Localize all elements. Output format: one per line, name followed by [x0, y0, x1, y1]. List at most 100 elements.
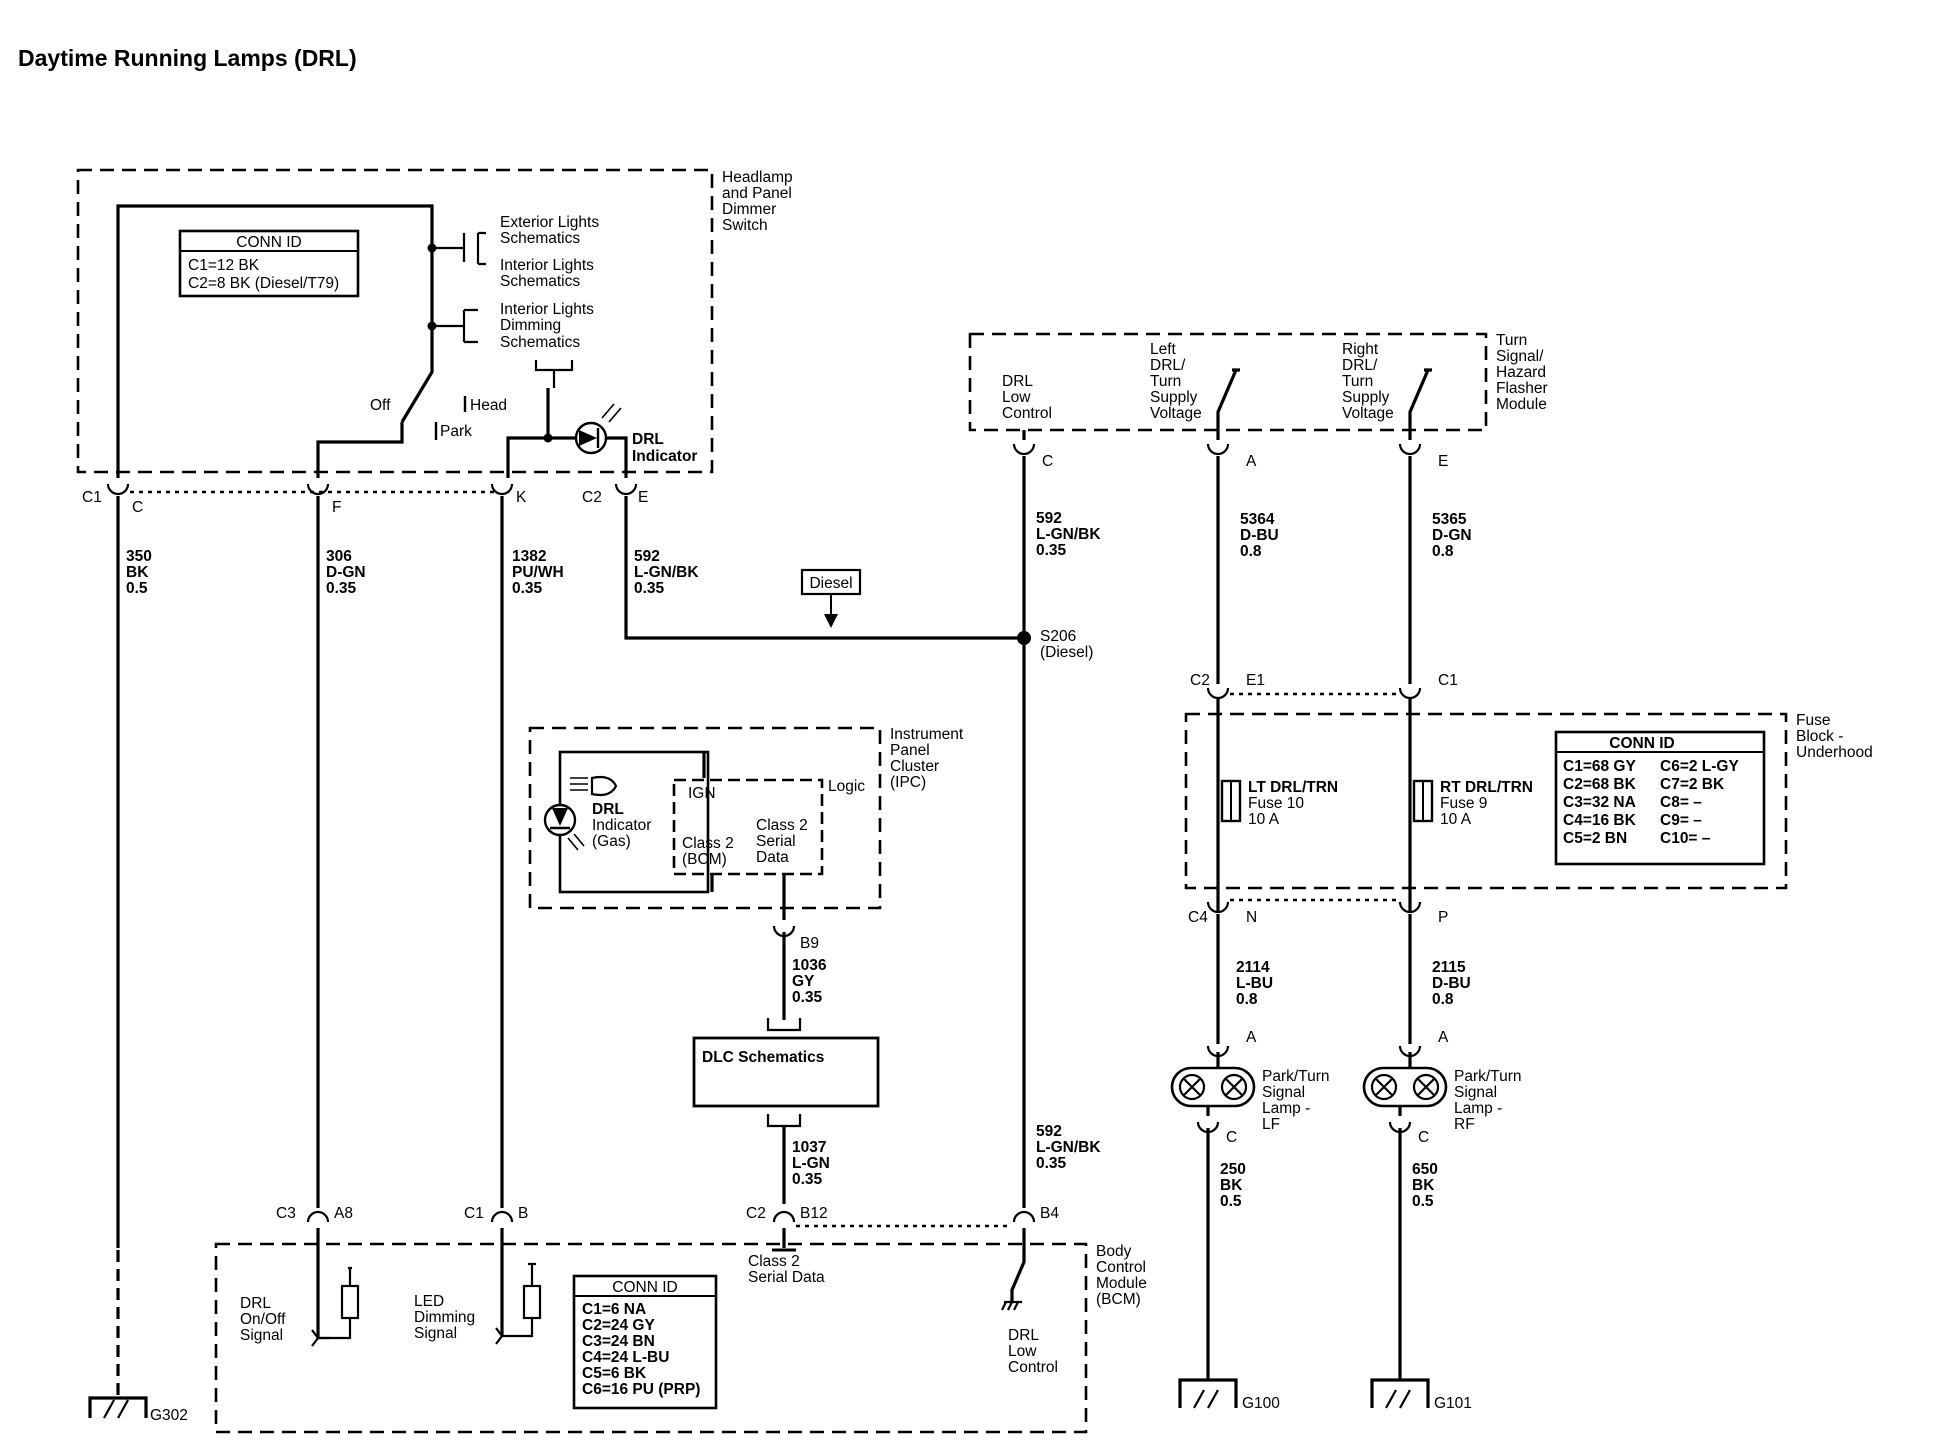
svg-text:Voltage: Voltage [1150, 405, 1202, 422]
svg-text:(Gas): (Gas) [592, 833, 631, 850]
svg-text:Hazard: Hazard [1496, 364, 1546, 381]
dlc-schematics-box [692, 1036, 880, 1108]
svg-text:L-BU: L-BU [1236, 975, 1273, 992]
drl-low-control-label: DRL [1002, 373, 1033, 390]
wires-fuse-to-lamps: 2114 L-BU 0.8 2115 D-BU 0.8 [1216, 914, 1471, 1044]
drl-indicator-label: DRL [632, 431, 664, 448]
drl-onoff-signal-label: DRL [240, 1295, 271, 1312]
svg-text:Flasher: Flasher [1496, 380, 1548, 397]
lamp-lf: A Park/Turn Signal Lamp - LF C 250 BK 0.… [1170, 1029, 1329, 1380]
svg-text:Signal: Signal [1454, 1084, 1497, 1101]
svg-text:C6=2 L-GY: C6=2 L-GY [1660, 758, 1739, 775]
ipc-logic-label: Logic [828, 778, 865, 795]
svg-text:G302: G302 [150, 1407, 188, 1424]
turn-signal-hazard-flasher-module: Turn Signal/ Hazard Flasher Module DRL L… [968, 332, 1548, 470]
svg-text:C4=24 L-BU: C4=24 L-BU [582, 1349, 669, 1366]
svg-text:GY: GY [792, 973, 815, 990]
pin-c2-fuse: C2 [1190, 672, 1210, 689]
svg-text:Supply: Supply [1150, 389, 1198, 406]
pin-p-fuse: P [1438, 909, 1448, 926]
svg-text:Indicator: Indicator [592, 817, 651, 834]
svg-text:C3=24 BN: C3=24 BN [582, 1333, 655, 1350]
wire-306: 306 [326, 548, 352, 565]
svg-text:C5=2 BN: C5=2 BN [1563, 830, 1627, 847]
pin-k: K [516, 489, 527, 506]
svg-text:G101: G101 [1434, 1395, 1472, 1412]
drl-indicator-led-icon [574, 403, 622, 455]
svg-text:D-GN: D-GN [1432, 527, 1472, 544]
svg-text:0.35: 0.35 [1036, 1155, 1067, 1172]
pin-c2: C2 [582, 489, 602, 506]
pin-n-fuse: N [1246, 909, 1257, 926]
svg-text:C2=8 BK (Diesel/T79): C2=8 BK (Diesel/T79) [188, 275, 339, 292]
drl-indicator-gas-label: DRL [592, 801, 624, 818]
wire-350: 350 [126, 548, 152, 565]
svg-text:BK: BK [1412, 1177, 1435, 1194]
svg-text:Control: Control [1096, 1259, 1146, 1276]
pin-c1-bcm: C1 [464, 1205, 484, 1222]
ground-g101-icon: G101 [1370, 1378, 1472, 1412]
led-dim-resistor-icon [522, 1284, 542, 1320]
splice-s206: S206 [1040, 628, 1076, 645]
svg-text:CONN ID: CONN ID [1609, 735, 1674, 752]
wire-592-top: 592 [634, 548, 660, 565]
pin-b4-bcm: B4 [1040, 1205, 1059, 1222]
svg-text:Turn: Turn [1150, 373, 1181, 390]
svg-text:0.8: 0.8 [1432, 991, 1454, 1008]
svg-text:C2=24 GY: C2=24 GY [582, 1317, 655, 1334]
ipc-ign-label: IGN [688, 785, 716, 802]
svg-text:LF: LF [1262, 1116, 1280, 1133]
wire-2114: 2114 [1236, 959, 1270, 976]
svg-text:10 A: 10 A [1248, 811, 1280, 828]
svg-text:C3=32 NA: C3=32 NA [1563, 794, 1636, 811]
svg-text:Dimmer: Dimmer [722, 201, 776, 218]
wire-2115: 2115 [1432, 959, 1466, 976]
switch-position-park: Park [440, 423, 472, 440]
headlamp-switch-label: Headlamp and Panel Dimmer Switch [722, 169, 793, 234]
svg-text:D-GN: D-GN [326, 564, 366, 581]
pullup-resistor-icon [340, 1284, 360, 1320]
svg-text:Schematics: Schematics [500, 273, 580, 290]
svg-text:On/Off: On/Off [240, 1311, 286, 1328]
svg-text:Cluster: Cluster [890, 758, 939, 775]
lamp-lf-icon [1170, 1066, 1256, 1108]
fuse-block-conn-id-table: CONN ID C1=68 GY C2=68 BK C3=32 NA C4=16… [1554, 730, 1766, 866]
dlc-schematics-label: DLC Schematics [702, 1049, 824, 1066]
svg-text:Instrument: Instrument [890, 726, 964, 743]
wire-5365: 5365 [1432, 511, 1467, 528]
svg-text:CONN ID: CONN ID [236, 234, 301, 251]
lamp-rf: A Park/Turn Signal Lamp - RF C 650 BK 0.… [1362, 1029, 1521, 1380]
instrument-panel-cluster: Instrument Panel Cluster (IPC) Logic IGN… [528, 726, 964, 952]
svg-text:C2=68 BK: C2=68 BK [1563, 776, 1637, 793]
pin-c-turn: C [1042, 453, 1053, 470]
svg-text:C1=12 BK: C1=12 BK [188, 257, 260, 274]
svg-text:L-GN/BK: L-GN/BK [1036, 1139, 1101, 1156]
svg-text:Underhood: Underhood [1796, 744, 1873, 761]
svg-text:Block -: Block - [1796, 728, 1843, 745]
svg-text:L-GN/BK: L-GN/BK [634, 564, 699, 581]
pin-c3-bcm: C3 [276, 1205, 296, 1222]
svg-text:C5=6 BK: C5=6 BK [582, 1365, 647, 1382]
pin-a8-bcm: A8 [334, 1205, 353, 1222]
svg-text:Schematics: Schematics [500, 230, 580, 247]
svg-text:C: C [1418, 1129, 1429, 1146]
svg-text:Signal/: Signal/ [1496, 348, 1544, 365]
svg-text:0.35: 0.35 [1036, 542, 1067, 559]
svg-text:Switch: Switch [722, 217, 768, 234]
svg-text:and Panel: and Panel [722, 185, 792, 202]
svg-text:0.5: 0.5 [1412, 1193, 1434, 1210]
drl-indicator-gas-icon [543, 803, 585, 851]
headlamp-symbol-icon [570, 775, 618, 797]
svg-text:Signal: Signal [414, 1325, 457, 1342]
bcm-conn-id-table: CONN ID C1=6 NA C2=24 GY C3=24 BN C4=24 … [572, 1274, 718, 1410]
svg-text:10 A: 10 A [1440, 811, 1472, 828]
svg-text:C7=2 BK: C7=2 BK [1660, 776, 1725, 793]
svg-text:(BCM): (BCM) [1096, 1291, 1141, 1308]
pin-e: E [638, 489, 648, 506]
svg-text:0.35: 0.35 [512, 580, 543, 597]
headlamp-conn-id-table: CONN ID C1=12 BK C2=8 BK (Diesel/T79) [178, 229, 360, 298]
svg-text:C4=16 BK: C4=16 BK [1563, 812, 1637, 829]
pin-c1-fuse: C1 [1438, 672, 1458, 689]
ref-exterior-lights: Exterior Lights [500, 214, 599, 231]
pin-c1: C1 [82, 489, 102, 506]
